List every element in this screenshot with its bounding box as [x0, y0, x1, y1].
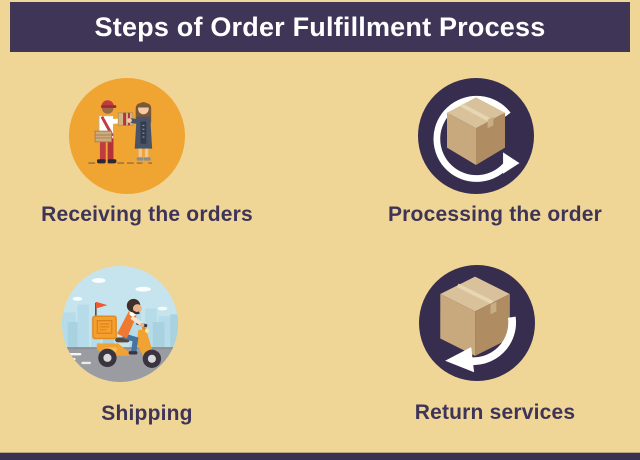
rider-glyph — [117, 298, 145, 355]
step-receiving: Receiving the orders — [20, 78, 274, 227]
receiving-orders-icon — [69, 78, 185, 194]
scooter-glyph — [96, 321, 162, 368]
cardboard-box-glyph — [440, 276, 510, 356]
return-services-illustration — [440, 276, 517, 373]
step-return: Return services — [368, 265, 622, 425]
title-bar: Steps of Order Fulfillment Process — [10, 2, 630, 52]
step-label-return: Return services — [414, 401, 576, 424]
shipping-illustration — [62, 278, 178, 382]
return-arrow-glyph — [466, 316, 517, 366]
delivery-box-glyph — [92, 301, 117, 340]
step-shipping: Shipping — [20, 266, 274, 426]
bottom-bar — [0, 452, 640, 460]
page-title: Steps of Order Fulfillment Process — [94, 11, 546, 42]
processing-order-icon — [418, 78, 534, 194]
delivery-man-glyph — [94, 100, 126, 164]
return-services-icon — [419, 265, 535, 381]
customer-woman-glyph — [127, 102, 153, 161]
step-label-receiving: Receiving the orders — [41, 203, 253, 226]
step-label-shipping: Shipping — [101, 402, 193, 425]
receiving-orders-illustration — [88, 100, 153, 164]
step-label-processing: Processing the order — [387, 203, 603, 226]
shipping-icon — [62, 266, 178, 382]
processing-order-illustration — [433, 95, 520, 182]
arrowhead-glyph — [503, 152, 520, 174]
arrowhead-glyph — [445, 347, 475, 373]
step-processing: Processing the order — [368, 78, 622, 227]
